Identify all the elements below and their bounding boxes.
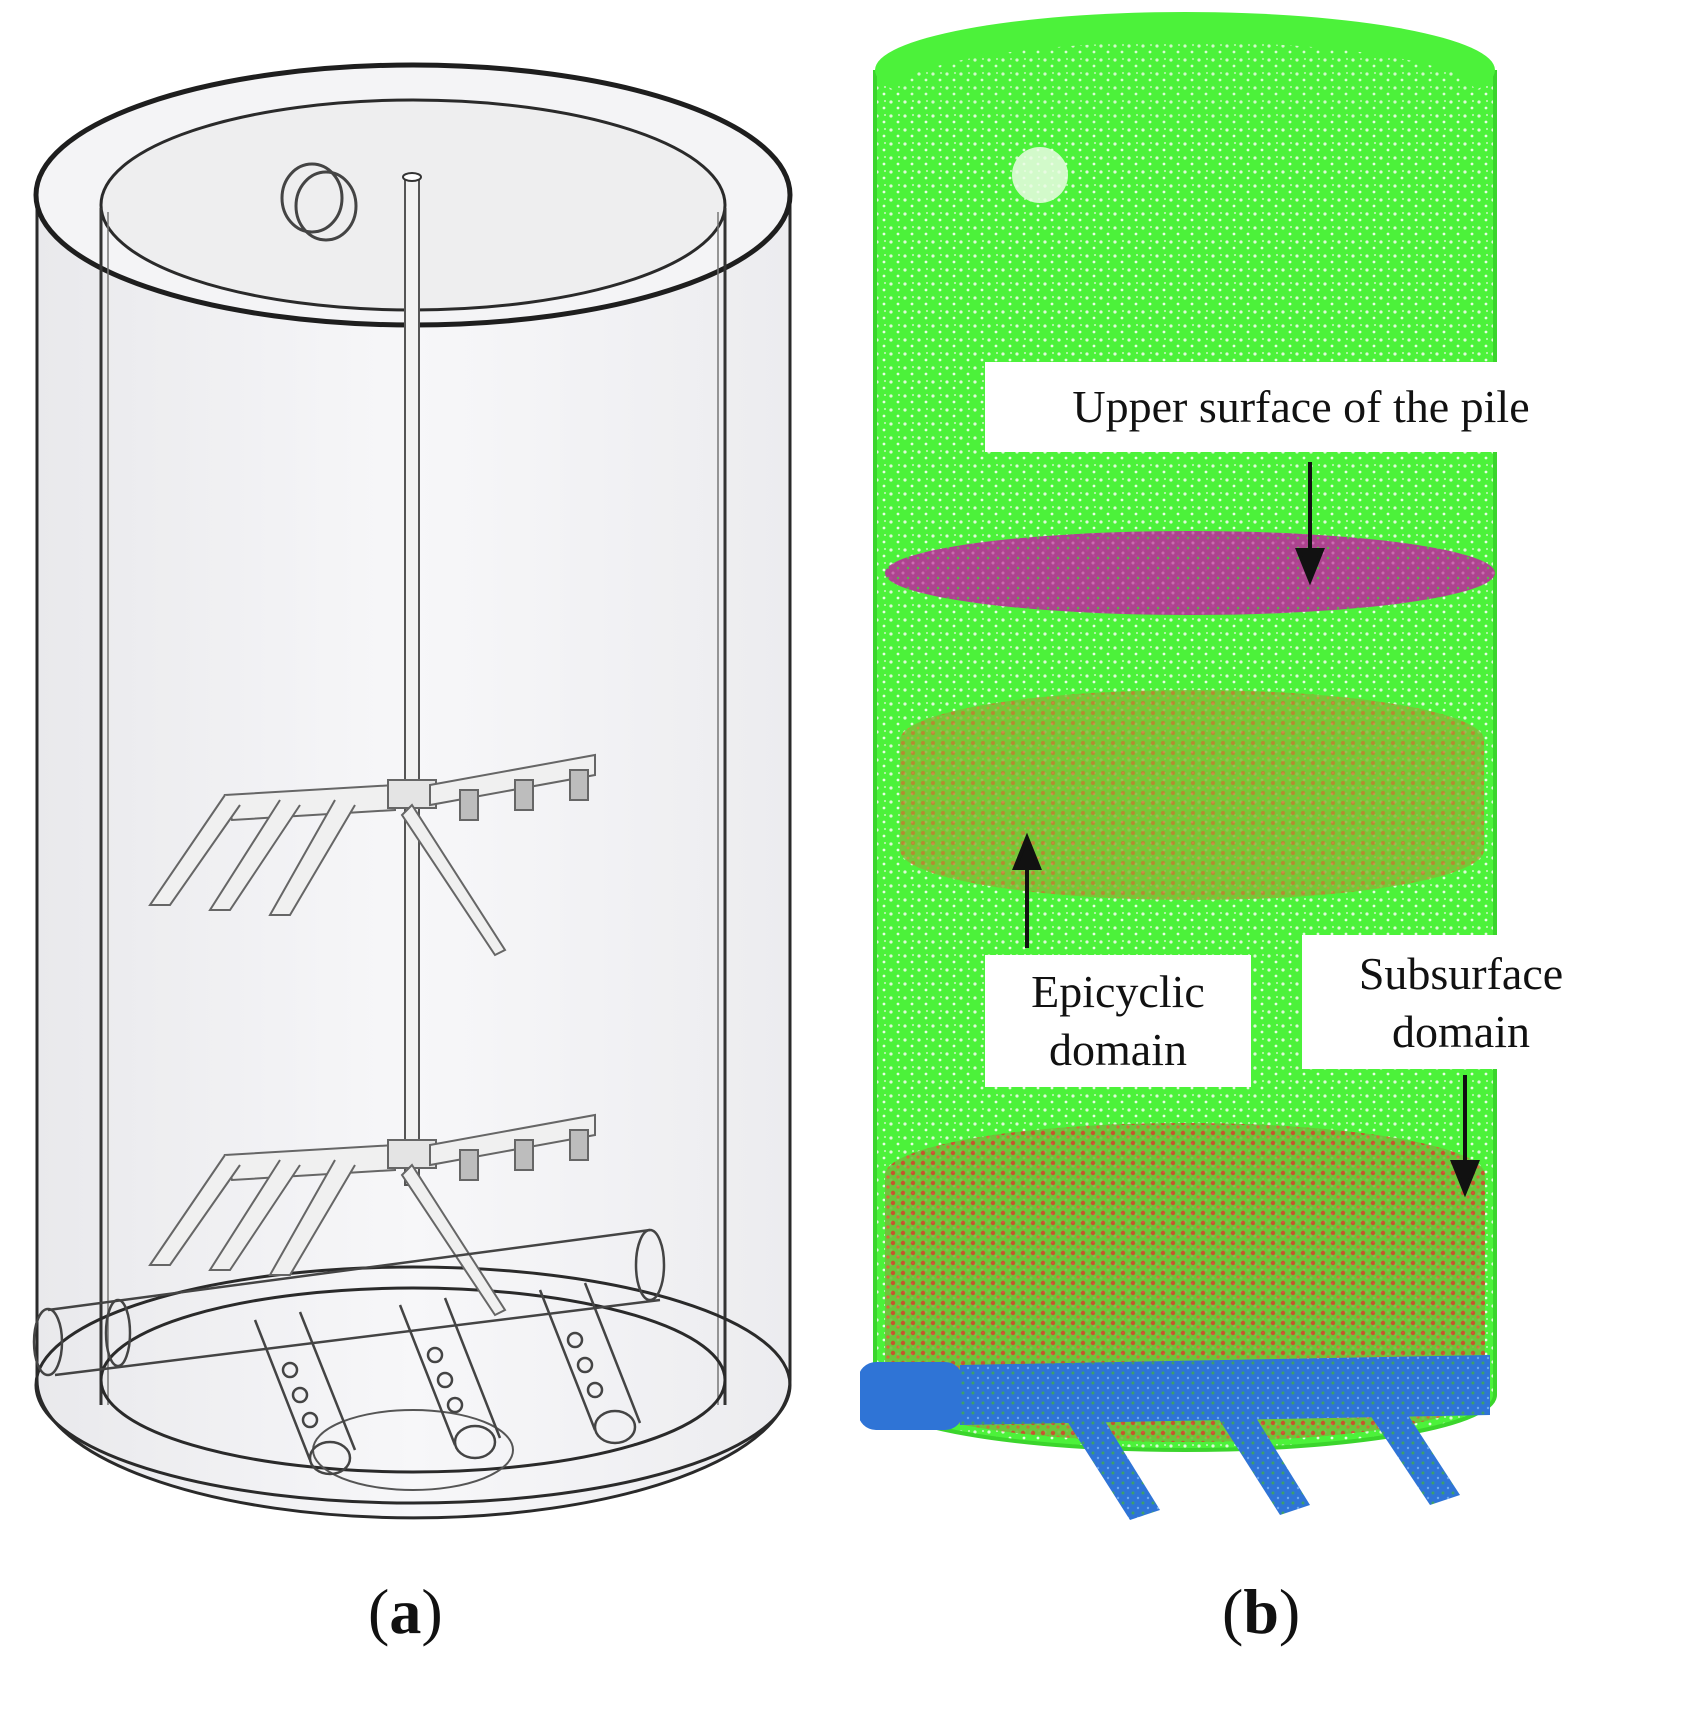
mesh-domains bbox=[860, 12, 1497, 1520]
callout-upper-surface: Upper surface of the pile bbox=[985, 362, 1617, 452]
panel-a-close: ) bbox=[421, 1576, 443, 1647]
inlet-pipe bbox=[860, 1355, 1490, 1520]
panel-label-b: (b) bbox=[1222, 1575, 1300, 1649]
panel-b-letter: b bbox=[1243, 1576, 1279, 1647]
callout-epicyclic-line2: domain bbox=[1049, 1024, 1187, 1075]
panel-b-open: ( bbox=[1222, 1576, 1244, 1647]
panel-label-a: (a) bbox=[368, 1575, 443, 1649]
callout-epicyclic-domain: Epicyclic domain bbox=[985, 955, 1251, 1087]
tank-schematic bbox=[32, 62, 793, 1520]
panel-b-close: ) bbox=[1278, 1576, 1301, 1647]
epicyclic-domain-region bbox=[900, 690, 1484, 900]
callout-subsurface-domain: Subsurface domain bbox=[1302, 935, 1620, 1069]
callout-subsurface-line2: domain bbox=[1392, 1006, 1530, 1057]
upper-surface-disk bbox=[885, 531, 1495, 615]
callout-epicyclic-line1: Epicyclic bbox=[1031, 966, 1205, 1017]
panel-a-open: ( bbox=[368, 1576, 390, 1647]
callout-subsurface-line1: Subsurface bbox=[1358, 948, 1564, 999]
panel-a-letter: a bbox=[389, 1576, 422, 1647]
